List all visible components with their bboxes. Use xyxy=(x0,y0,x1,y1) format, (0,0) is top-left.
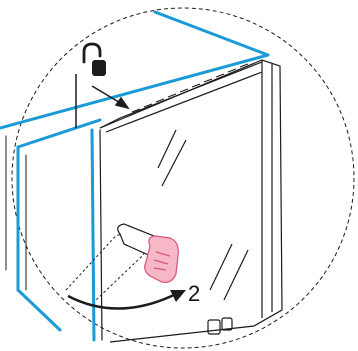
hinge-foot xyxy=(208,318,232,334)
unlock-icon xyxy=(84,44,106,76)
detail-circle xyxy=(12,8,354,348)
step-number-label: 2 xyxy=(188,281,200,306)
curved-arrow xyxy=(68,290,186,309)
hand-icon xyxy=(145,236,179,282)
